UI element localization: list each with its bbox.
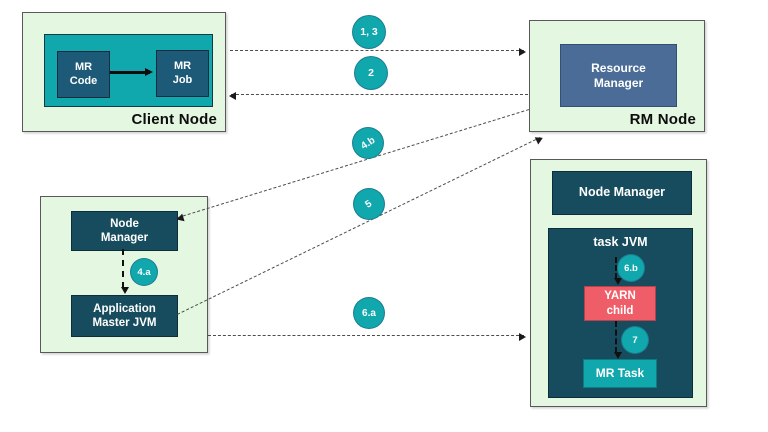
resource-manager-label: Resource Manager: [591, 60, 646, 90]
step-1-3-label: 1, 3: [360, 26, 378, 38]
mr-task-label: MR Task: [595, 366, 645, 380]
resource-manager-box: Resource Manager: [560, 44, 677, 107]
step-6b-label: 6.b: [624, 262, 638, 274]
step-6a-label: 6.a: [362, 307, 376, 319]
arrowhead-icon: [534, 134, 545, 145]
step-7-badge: 7: [621, 326, 649, 354]
rm-node-box: Resource Manager RM Node: [529, 20, 705, 132]
node-manager-box: Node Manager: [71, 211, 178, 251]
step-5-label: 5: [363, 197, 375, 211]
edge-mrcode-to-mrjob: [110, 68, 153, 76]
edge-client-to-rm: [230, 48, 526, 56]
edge-rm-to-client: [229, 92, 528, 100]
step-4b-badge: 4.b: [352, 127, 384, 159]
task-node-manager-label: Node Manager: [578, 185, 666, 200]
step-7-label: 7: [632, 334, 638, 346]
edge-nm-to-appmaster: [121, 249, 129, 294]
arrowhead-icon: [519, 48, 526, 56]
step-2-label: 2: [368, 67, 374, 79]
step-5-badge: 5: [353, 188, 385, 220]
task-node-manager-box: Node Manager: [552, 171, 692, 215]
step-4a-label: 4.a: [137, 266, 151, 278]
arrowhead-icon: [519, 333, 526, 341]
yarn-child-label: YARN child: [604, 290, 636, 317]
task-node-box: Node Manager task JVM 6.b YARN child 7 M…: [530, 159, 707, 407]
mr-job-label: MR Job: [172, 59, 193, 86]
arrowhead-icon: [614, 278, 622, 285]
step-2-badge: 2: [354, 56, 388, 90]
mr-code-label: MR Code: [69, 60, 98, 87]
mr-job-box: MR Job: [156, 50, 209, 97]
task-jvm-title: task JVM: [593, 235, 648, 249]
edge-appmaster-to-rm: [177, 134, 545, 315]
arrowhead-icon: [614, 352, 622, 359]
task-jvm-box: task JVM 6.b YARN child 7 MR Task: [548, 228, 693, 398]
step-4b-label: 4.b: [358, 134, 378, 152]
step-6b-badge: 6.b: [617, 254, 645, 282]
arrowhead-icon: [145, 68, 153, 76]
app-master-jvm-box: Application Master JVM: [71, 295, 178, 337]
edge-taskjvm-to-yarnchild: [614, 257, 622, 285]
app-master-node-box: Node Manager 4.a Application Master JVM: [40, 196, 208, 353]
app-master-jvm-label: Application Master JVM: [92, 302, 157, 329]
client-node-title: Client Node: [131, 111, 217, 128]
client-node-box: MR Code MR Job Client Node: [22, 12, 226, 132]
edge-appmaster-to-tasknode: [208, 333, 526, 341]
node-manager-label: Node Manager: [100, 217, 149, 244]
arrowhead-icon: [229, 92, 236, 100]
step-4a-badge: 4.a: [130, 258, 158, 286]
step-6a-badge: 6.a: [353, 297, 385, 329]
arrowhead-icon: [121, 287, 129, 294]
yarn-child-box: YARN child: [584, 286, 656, 321]
edge-yarnchild-to-mrtask: [614, 321, 622, 359]
rm-node-title: RM Node: [629, 111, 696, 128]
mr-task-box: MR Task: [583, 359, 657, 388]
client-jvm-container: MR Code MR Job: [44, 34, 213, 107]
step-1-3-badge: 1, 3: [352, 15, 386, 49]
mr-code-box: MR Code: [57, 51, 110, 98]
